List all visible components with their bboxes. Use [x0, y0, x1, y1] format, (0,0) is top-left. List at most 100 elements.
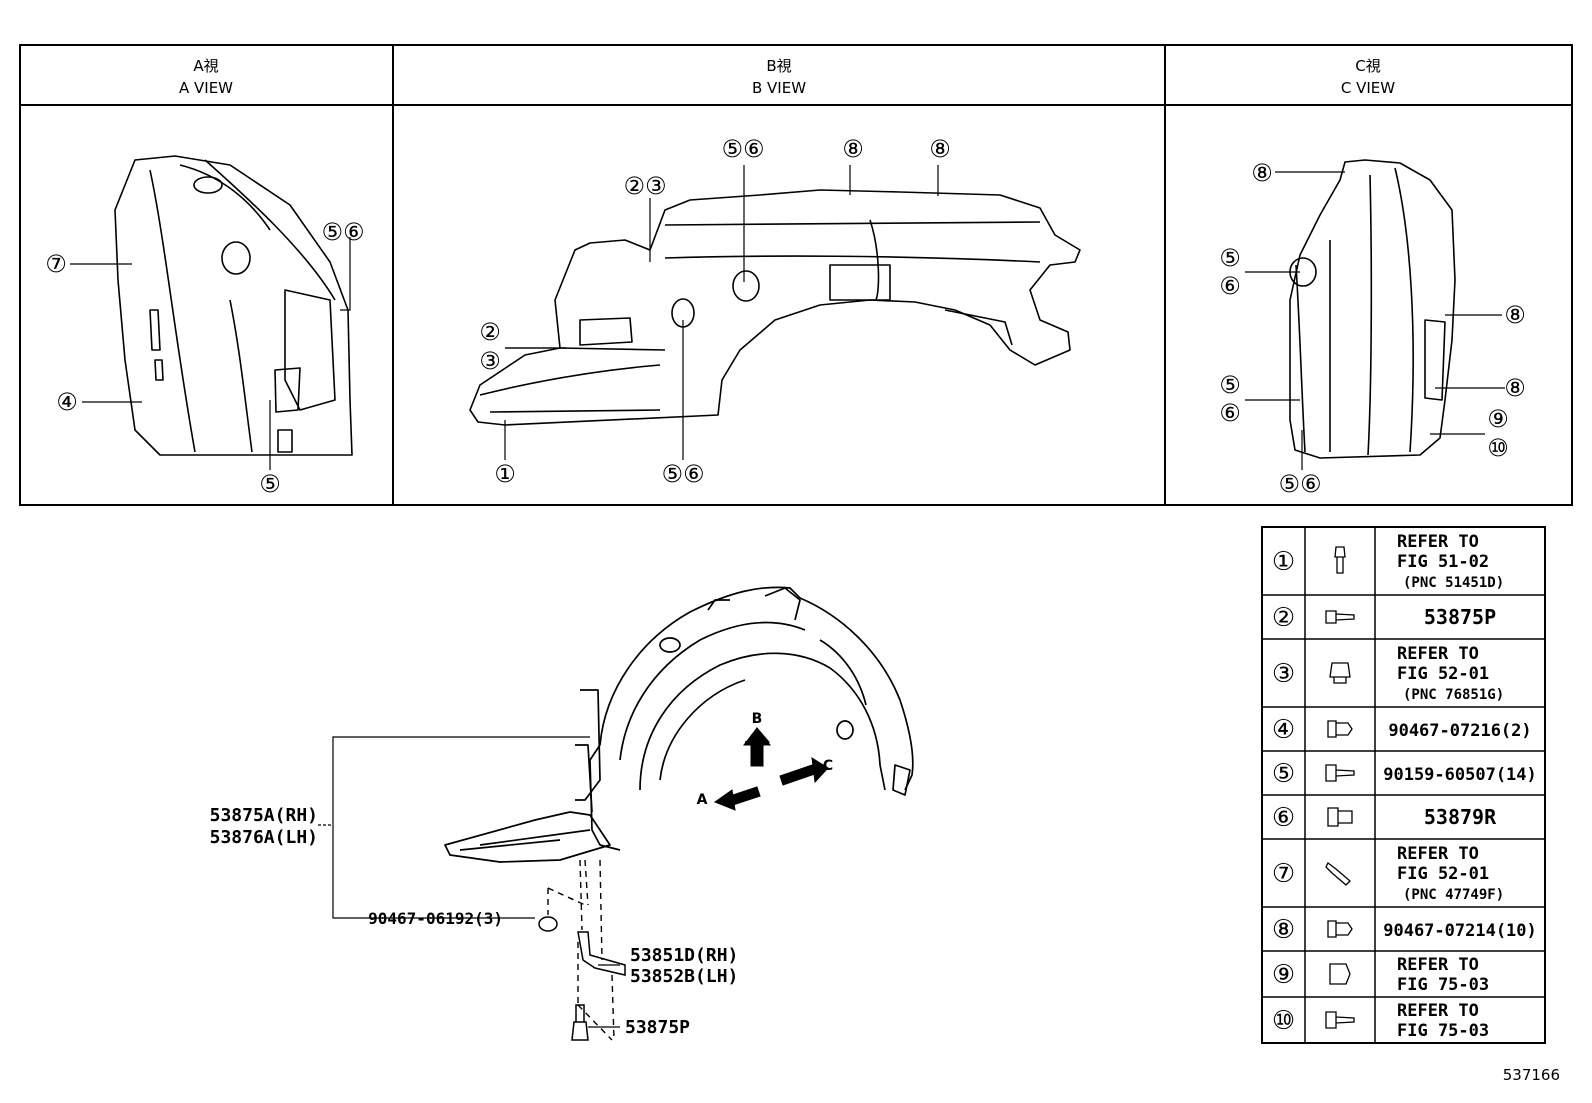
- legend-number: ①: [1272, 547, 1295, 577]
- view-c-leaders: [1245, 171, 1505, 470]
- legend-reference-text: REFER TO: [1397, 844, 1479, 864]
- fastener-icon: [1327, 920, 1353, 938]
- view-a-leaders: [70, 237, 351, 470]
- legend-number: ⑦: [1272, 859, 1295, 889]
- arrow-c: [779, 764, 816, 786]
- part-labels: 53875A(RH) 53876A(LH) 90467-06192(3): [210, 805, 503, 928]
- views-frame: [19, 44, 1573, 506]
- part-clip: 90467-06192(3): [368, 909, 503, 928]
- fastener-icon: [1334, 546, 1346, 574]
- part-liner-lh: 53876A(LH): [210, 827, 318, 848]
- callout-c-6-mid: ⑥: [1219, 399, 1241, 427]
- arrow-label-c: C: [823, 758, 833, 774]
- arrow-label-a: A: [697, 792, 708, 808]
- callout-b-23: ②③: [623, 172, 666, 200]
- legend-reference-text: FIG 52-01: [1397, 664, 1489, 684]
- view-b-drawing: [469, 189, 1081, 426]
- bracket-shape: [577, 931, 626, 976]
- part-liner-rh: 53875A(RH): [210, 805, 318, 826]
- legend-reference-text: (PNC 51451D): [1403, 575, 1504, 591]
- view-c-en: C VIEW: [1341, 79, 1395, 97]
- arrow-b-head: [742, 727, 772, 746]
- view-b-leaders: [504, 165, 939, 460]
- fastener-icon: [1325, 764, 1355, 782]
- part-bolt: 53875P: [625, 1017, 690, 1038]
- legend-number: ⑨: [1272, 960, 1295, 990]
- legend-reference-text: FIG 75-03: [1397, 1021, 1489, 1041]
- callout-b-56-top: ⑤⑥: [721, 135, 764, 163]
- legend-number: ⑧: [1272, 915, 1295, 945]
- fastener-icon: [1329, 662, 1351, 684]
- fastener-icon: [1327, 807, 1353, 827]
- view-c-drawing: [1289, 159, 1456, 459]
- legend-part-number: 90159-60507(14): [1383, 765, 1537, 785]
- legend-reference-text: (PNC 76851G): [1403, 687, 1504, 703]
- legend-number: ⑩: [1272, 1006, 1295, 1036]
- view-b-en: B VIEW: [752, 79, 806, 97]
- legend-part-number: 53875P: [1424, 605, 1496, 629]
- legend-number: ③: [1272, 659, 1295, 689]
- callout-c-8-low: ⑧: [1504, 374, 1526, 402]
- legend-number: ⑤: [1272, 759, 1295, 789]
- part-leaders: [318, 736, 620, 1028]
- fastener-icon: [1325, 862, 1351, 886]
- view-a-callouts: ⑤⑥ ⑦ ④ ⑤: [45, 218, 364, 498]
- dashed-guides: [547, 859, 615, 1041]
- callout-c-8-top: ⑧: [1251, 159, 1273, 187]
- callout-b-8-left: ⑧: [842, 135, 864, 163]
- legend-reference-text: FIG 75-03: [1397, 975, 1489, 995]
- legend-number: ⑥: [1272, 803, 1295, 833]
- part-labels-right: 53851D(RH) 53852B(LH) 53875P: [625, 945, 738, 1038]
- callout-a-7: ⑦: [45, 250, 67, 278]
- fastener-icon: [1325, 1011, 1355, 1029]
- legend-number: ④: [1272, 715, 1295, 745]
- callout-c-8-mid: ⑧: [1504, 301, 1526, 329]
- view-a-en: A VIEW: [179, 79, 233, 97]
- part-bracket-lh: 53852B(LH): [630, 966, 738, 987]
- direction-arrows: [713, 727, 829, 811]
- clip-shape: [538, 916, 558, 932]
- legend-reference-text: REFER TO: [1397, 1001, 1479, 1021]
- legend-reference-text: (PNC 47749F): [1403, 887, 1504, 903]
- view-c-jp: C視: [1355, 57, 1380, 75]
- view-a-jp: A視: [193, 57, 218, 75]
- legend-reference-text: REFER TO: [1397, 955, 1479, 975]
- callout-a-5: ⑤: [259, 470, 281, 498]
- callout-b-1: ①: [494, 460, 516, 488]
- callout-c-9: ⑨: [1487, 405, 1509, 433]
- callout-a-4: ④: [56, 388, 78, 416]
- legend-reference-text: FIG 52-01: [1397, 864, 1489, 884]
- part-bracket-rh: 53851D(RH): [630, 945, 738, 966]
- callout-b-56-bottom: ⑤⑥: [661, 460, 704, 488]
- callout-a-56: ⑤⑥: [321, 218, 364, 246]
- view-b-callouts: ②③ ⑤⑥ ⑧ ⑧ ② ③ ① ⑤⑥: [479, 135, 951, 488]
- legend-part-number: 53879R: [1424, 805, 1497, 829]
- callout-c-5-top: ⑤: [1219, 244, 1241, 272]
- callout-c-5-mid: ⑤: [1219, 371, 1241, 399]
- view-headers: A視 A VIEW B視 B VIEW C視 C VIEW: [179, 57, 1395, 97]
- callout-b-2: ②: [479, 318, 501, 346]
- legend-number: ②: [1272, 603, 1295, 633]
- arrow-a: [729, 786, 761, 806]
- callout-c-6-top: ⑥: [1219, 272, 1241, 300]
- callout-b-3: ③: [479, 347, 501, 375]
- callout-c-56-bottom: ⑤⑥: [1278, 470, 1321, 498]
- direction-labels: B C A: [697, 711, 834, 808]
- callout-b-8-right: ⑧: [929, 135, 951, 163]
- fastener-icon: [1329, 963, 1351, 985]
- fasteners: [538, 916, 626, 1041]
- arrow-label-b: B: [752, 711, 763, 727]
- fender-liner-drawing: [444, 586, 914, 863]
- view-b-jp: B視: [766, 57, 791, 75]
- legend-reference-text: REFER TO: [1397, 644, 1479, 664]
- fastener-icon: [1325, 610, 1355, 624]
- legend-part-number: 90467-07214(10): [1383, 921, 1537, 941]
- legend-part-number: 90467-07216(2): [1388, 721, 1531, 741]
- legend-reference-text: FIG 51-02: [1397, 552, 1489, 572]
- bolt-shape: [571, 1004, 589, 1041]
- fastener-icon: [1327, 720, 1353, 738]
- legend-reference-text: REFER TO: [1397, 532, 1479, 552]
- view-c-callouts: ⑧ ⑤ ⑥ ⑧ ⑤ ⑥ ⑧ ⑨ ⑩ ⑤⑥: [1219, 159, 1526, 498]
